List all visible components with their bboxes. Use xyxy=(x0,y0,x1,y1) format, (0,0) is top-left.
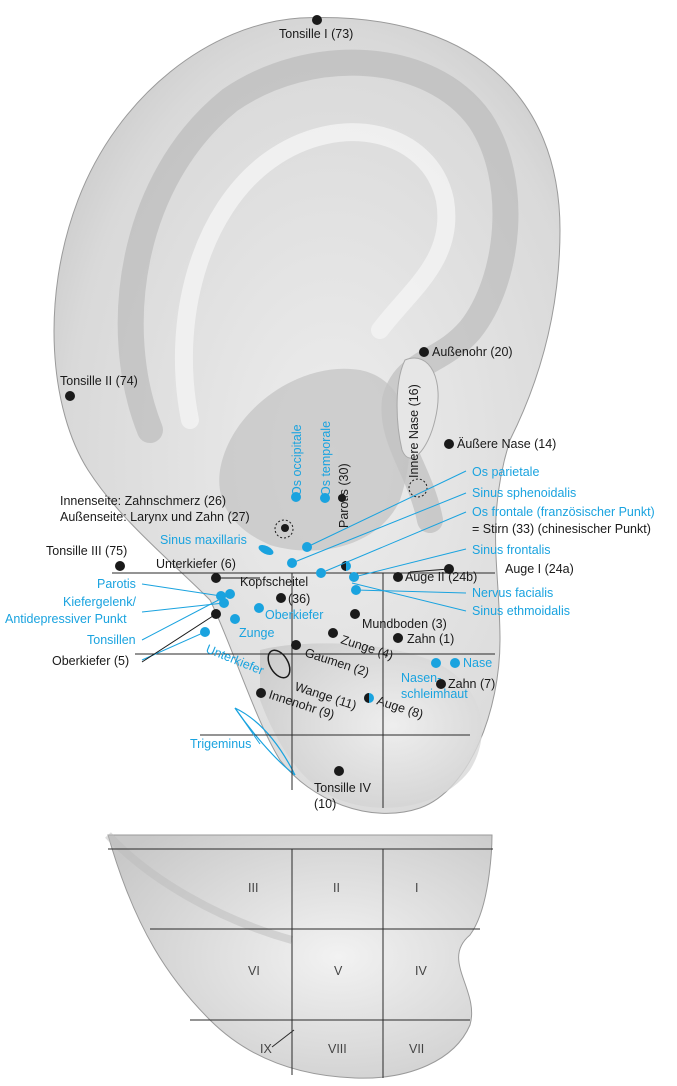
zone-V: V xyxy=(334,964,343,978)
label-parotis-30: Parotis (30) xyxy=(337,463,351,528)
label-tonsille-1: Tonsille I (73) xyxy=(279,27,353,41)
label-kopfscheitel: Kopfscheitel xyxy=(240,575,308,589)
label-tonsille-4-num: (10) xyxy=(314,797,336,811)
label-oberkiefer-blue: Oberkiefer xyxy=(265,608,323,622)
zone-VIII: VIII xyxy=(328,1042,347,1056)
label-stirn: = Stirn (33) (chinesischer Punkt) xyxy=(472,522,651,536)
label-innere-nase: Innere Nase (16) xyxy=(407,384,421,478)
label-tonsille-2: Tonsille II (74) xyxy=(60,374,138,388)
zone-III: III xyxy=(248,881,258,895)
label-auge-2: Auge II (24b) xyxy=(405,570,477,584)
zone-IV: IV xyxy=(415,964,427,978)
label-os-frontale: Os frontale (französischer Punkt) xyxy=(472,505,655,519)
label-zahn-1: Zahn (1) xyxy=(407,632,454,646)
label-nervus-facialis: Nervus facialis xyxy=(472,586,553,600)
label-os-occipitale: Os occipitale xyxy=(290,424,304,496)
label-kopfscheitel-num: (36) xyxy=(288,592,310,606)
zone-VI: VI xyxy=(248,964,260,978)
earlobe-detail xyxy=(108,835,492,1078)
label-oberkiefer-5: Oberkiefer (5) xyxy=(52,654,129,668)
zone-VII: VII xyxy=(409,1042,424,1056)
label-os-temporale: Os temporale xyxy=(319,421,333,496)
label-innenseite: Innenseite: Zahnschmerz (26) xyxy=(60,494,226,508)
label-kiefergelenk: Kiefergelenk/ xyxy=(63,595,136,609)
label-mundboden: Mundboden (3) xyxy=(362,617,447,631)
label-tonsille-3: Tonsille III (75) xyxy=(46,544,127,558)
zone-I: I xyxy=(415,881,418,895)
zone-IX: IX xyxy=(260,1042,272,1056)
label-auge-1: Auge I (24a) xyxy=(505,562,574,576)
label-aeussere-nase: Äußere Nase (14) xyxy=(457,437,556,451)
label-sinus-ethmoidalis: Sinus ethmoidalis xyxy=(472,604,570,618)
label-aussenseite: Außenseite: Larynx und Zahn (27) xyxy=(60,510,250,524)
label-nase: Nase xyxy=(463,656,492,670)
label-unterkiefer-6: Unterkiefer (6) xyxy=(156,557,236,571)
label-aussenohr: Außenohr (20) xyxy=(432,345,513,359)
label-parotis-blue: Parotis xyxy=(97,577,136,591)
label-sinus-maxillaris: Sinus maxillaris xyxy=(160,533,247,547)
label-antidepressiver: Antidepressiver Punkt xyxy=(5,612,127,626)
label-os-parietale: Os parietale xyxy=(472,465,539,479)
label-nasen: Nasen- xyxy=(401,671,441,685)
label-sinus-sphenoidalis: Sinus sphenoidalis xyxy=(472,486,576,500)
label-sinus-frontalis: Sinus frontalis xyxy=(472,543,551,557)
zone-II: II xyxy=(333,881,340,895)
lobe-outline xyxy=(108,835,492,1078)
label-tonsille-4: Tonsille IV xyxy=(314,781,372,795)
label-trigeminus: Trigeminus xyxy=(190,737,251,751)
label-schleimhaut: schleimhaut xyxy=(401,687,468,701)
label-tonsillen: Tonsillen xyxy=(87,633,136,647)
label-zunge-blue: Zunge xyxy=(239,626,274,640)
